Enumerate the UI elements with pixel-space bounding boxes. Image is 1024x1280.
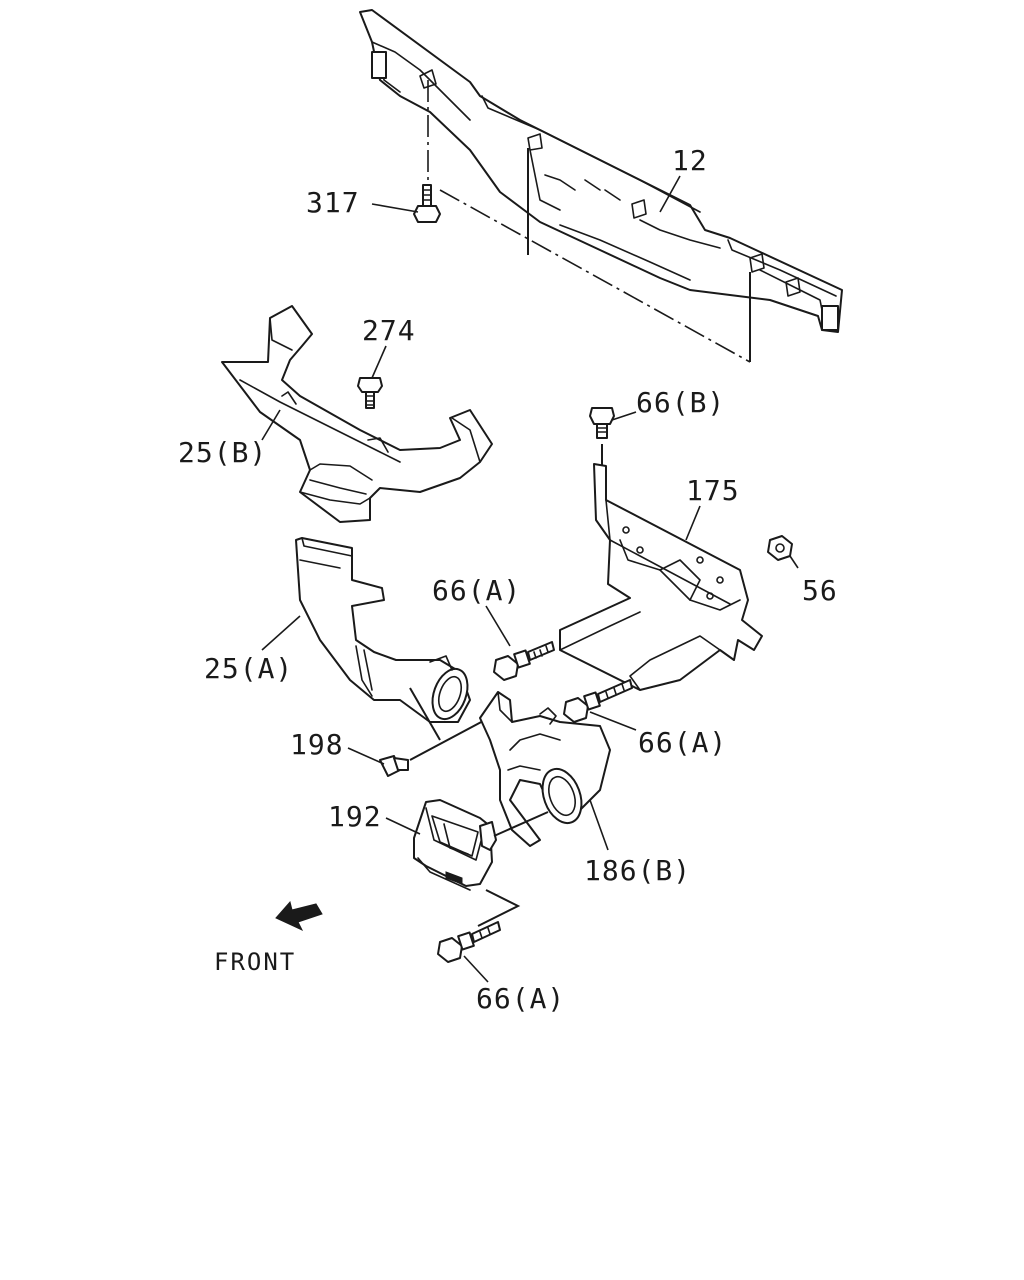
callout-66a-bottom: 66(A) [476,982,565,1015]
callout-25b: 25(B) [178,436,267,469]
callout-66b: 66(B) [636,386,725,419]
callout-12: 12 [672,144,708,177]
part-12-upper-duct [359,9,843,333]
callout-198: 198 [290,728,344,761]
callout-192: 192 [328,800,382,833]
callout-186b: 186(B) [584,854,691,887]
callout-56: 56 [802,574,838,607]
callout-175: 175 [686,474,740,507]
part-66a-bolt-bottom [437,921,501,963]
alignment-line [439,189,751,363]
part-25b-y-duct [221,305,493,523]
callout-66a-right: 66(A) [638,726,727,759]
callout-317: 317 [306,186,360,219]
part-56-nut [767,535,793,561]
alignment-line [493,811,549,837]
part-66a-bolt-right [563,679,633,723]
front-arrow-icon [275,900,323,932]
part-192-vent-frame [413,799,497,891]
callout-66a-upper: 66(A) [432,574,521,607]
part-198-clip [379,755,409,777]
alignment-line [409,687,441,741]
part-25a-duct [295,537,471,723]
part-274-screw [357,377,383,409]
alignment-line [477,889,521,927]
part-186b-hose [479,691,611,847]
callout-274: 274 [362,314,416,347]
leader-lines [261,175,799,983]
part-317-bolt [413,184,441,223]
part-66a-bolt-upper-left [493,641,555,681]
front-label: FRONT [214,948,296,976]
part-175-bracket [559,463,763,691]
callout-25a: 25(A) [204,652,293,685]
part-66b-bolt [589,407,615,439]
